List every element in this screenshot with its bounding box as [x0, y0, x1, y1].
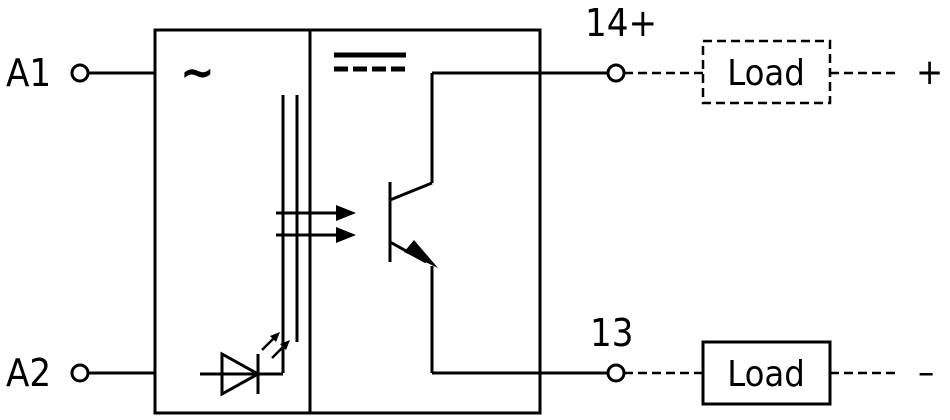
- terminal-a1-label: A1: [6, 51, 51, 95]
- terminal-a2-label: A2: [6, 351, 51, 395]
- minus-symbol: –: [918, 352, 934, 393]
- dc-symbol-icon: [334, 52, 406, 72]
- transistor-icon: [388, 71, 608, 375]
- terminal-a2-circle: [70, 363, 90, 383]
- load-top-label: Load: [727, 53, 805, 94]
- terminal-14-label: 14+: [585, 1, 657, 45]
- relay-housing: [153, 28, 542, 415]
- plus-symbol: +: [916, 52, 943, 93]
- optical-coupling-arrows-icon: [276, 205, 356, 243]
- load-bottom-label: Load: [727, 354, 805, 395]
- terminal-13-label: 13: [590, 311, 634, 355]
- ac-symbol: ~: [180, 45, 215, 99]
- terminal-a1-circle: [70, 63, 90, 83]
- terminal-13-circle: [606, 363, 626, 383]
- led-icon: [200, 332, 290, 397]
- terminal-14-circle: [606, 63, 626, 83]
